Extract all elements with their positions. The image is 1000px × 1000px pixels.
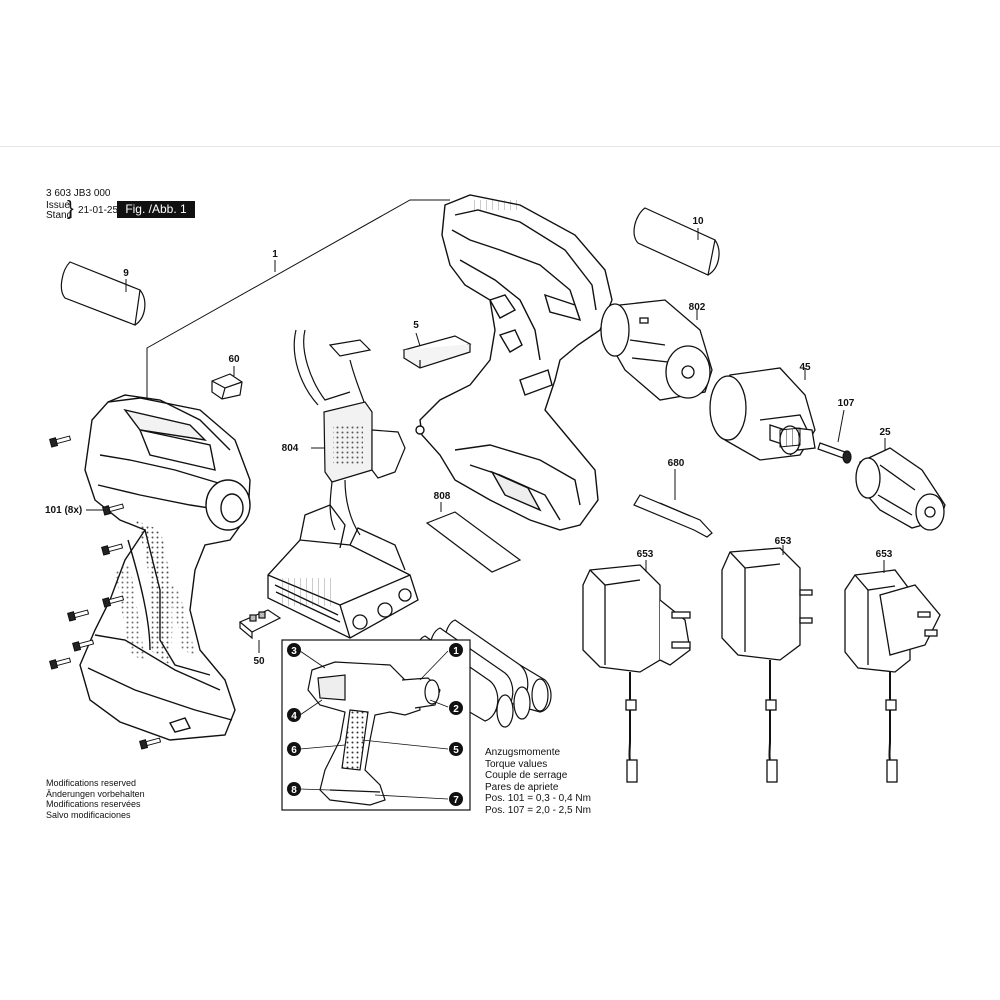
torque-value: 2,0 - 2,5 Nm: [535, 804, 591, 816]
part-50-led: [238, 609, 282, 640]
inset-marker-6: 6: [287, 742, 301, 756]
part-label-5: 5: [413, 320, 419, 331]
svg-text:1: 1: [453, 646, 459, 657]
part-label-653-uk: 653: [876, 549, 893, 560]
brace-glyph: }: [67, 198, 74, 220]
assembly-1-leader: [146, 199, 450, 400]
part-label-804: 804: [282, 443, 299, 454]
part-label-10: 10: [692, 216, 704, 227]
torque-title: Anzugsmomente: [485, 747, 561, 758]
part-label-25: 25: [879, 427, 891, 438]
figure-label: Fig. /Abb. 1: [117, 201, 195, 218]
torque-row: Pos. 101 = 0,3 - 0,4 Nm: [485, 793, 591, 805]
inset-marker-1: 1: [449, 643, 463, 657]
part-label-1: 1: [272, 249, 278, 260]
part-label-60: 60: [228, 354, 240, 365]
torque-pos: Pos. 101: [485, 793, 525, 804]
part-653-charger-eu: [582, 564, 691, 783]
part-802-motor: [600, 299, 713, 401]
inset-marker-3: 3: [287, 643, 301, 657]
housing-right-ribs: [470, 200, 520, 210]
gearbox-spindle: [779, 427, 801, 448]
housing-grip-texture: [115, 520, 195, 665]
part-label-107: 107: [838, 398, 855, 409]
part-808-label-pad: [425, 511, 522, 573]
page-top-rule: [0, 146, 1000, 147]
part-label-9: 9: [123, 268, 129, 279]
torque-values: Anzugsmomente Torque values Couple de se…: [485, 747, 591, 816]
svg-text:3: 3: [291, 646, 297, 657]
part-60-damper: [211, 373, 243, 400]
inset-marker-4: 4: [287, 708, 301, 722]
part-5-slider: [402, 335, 472, 369]
torque-pos: Pos. 107: [485, 804, 525, 816]
svg-text:5: 5: [453, 745, 459, 756]
issue-label: Issue: [46, 200, 70, 211]
torque-eq: =: [527, 804, 534, 816]
inset-leaders: [299, 650, 449, 800]
note-line: Modifications reservées: [46, 799, 141, 809]
note-line: Salvo modificaciones: [46, 809, 131, 820]
inset-assembled-drill: [307, 661, 441, 806]
screws-101: [49, 435, 162, 750]
part-label-50: 50: [253, 656, 265, 667]
issue-date: 21-01-25: [78, 205, 119, 216]
part-107-screw: [817, 442, 852, 464]
svg-text:4: 4: [291, 711, 297, 722]
svg-text:8: 8: [291, 785, 297, 796]
battery-carrier: [267, 504, 419, 639]
part-label-680: 680: [668, 458, 685, 469]
torque-row: Pos. 107 = 2,0 - 2,5 Nm: [485, 805, 591, 817]
inset-marker-8: 8: [287, 782, 301, 796]
part-680-bit: [633, 494, 713, 538]
stand-label: Stand: [46, 210, 73, 221]
part-10-label-strip: [633, 207, 720, 276]
torque-title: Torque values: [485, 758, 548, 770]
doc-number: 3 603 JB3 000: [46, 188, 111, 199]
svg-text:6: 6: [291, 745, 297, 756]
part-804-switch: [293, 329, 406, 536]
part-label-802: 802: [689, 302, 706, 313]
svg-text:2: 2: [453, 704, 459, 715]
inset-marker-5: 5: [449, 742, 463, 756]
part-label-45: 45: [799, 362, 811, 373]
inset-marker-2: 2: [449, 701, 463, 715]
note-line: Änderungen vorbehalten: [46, 788, 145, 799]
note-line: Modifications reserved: [46, 778, 137, 788]
torque-title: Couple de serrage: [485, 770, 568, 781]
part-653-charger-uk: [844, 569, 941, 783]
torque-value: 0,3 - 0,4 Nm: [535, 793, 591, 804]
part-25-chuck: [855, 447, 946, 531]
part-label-653-us: 653: [775, 536, 792, 547]
torque-title: Pares de apriete: [485, 781, 559, 793]
part-label-808: 808: [434, 491, 451, 502]
part-9-label-strip: [60, 261, 146, 326]
modifications-notes: Modifications reserved Änderungen vorbeh…: [46, 778, 145, 820]
part-5-leader: [415, 332, 421, 347]
torque-eq: =: [527, 793, 534, 804]
svg-text:7: 7: [453, 795, 459, 806]
part-label-653-eu: 653: [637, 549, 654, 560]
part-label-101: 101 (8x): [45, 505, 82, 516]
part-653-charger-us: [721, 547, 813, 783]
battery-carrier-ribs: [280, 578, 335, 606]
housing-right-half: [415, 194, 613, 531]
part-107-leader: [837, 409, 845, 443]
part-45-gearbox: [709, 367, 816, 461]
inset-marker-7: 7: [449, 792, 463, 806]
